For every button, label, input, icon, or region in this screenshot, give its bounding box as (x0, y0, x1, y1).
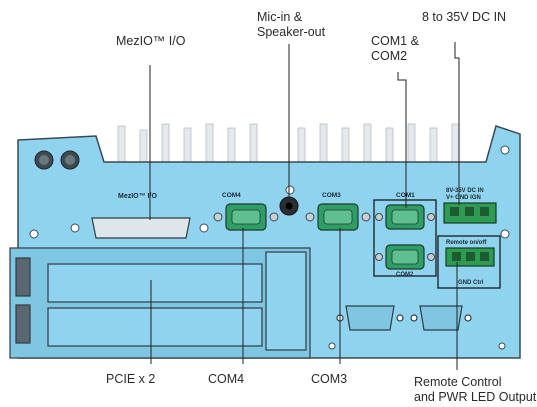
heatsink-fins (117, 123, 460, 165)
remote-silk-line2: GND Ctrl (458, 280, 484, 286)
dcin-silk-line2: V+ GND IGN (446, 195, 481, 201)
pcie-slots (9, 247, 311, 359)
remote-silk-line1: Remote on/off (446, 240, 487, 246)
callout-pcie: PCIE x 2 (106, 372, 156, 386)
callout-remote-line1: Remote Control (414, 375, 502, 389)
blank-dsub-cutouts (336, 305, 472, 331)
com3-silk-label: COM3 (322, 192, 341, 199)
remote-terminal: Remote on/off GND Ctrl (437, 235, 501, 289)
mezio-silk-label: MezIO™ I/O (118, 193, 157, 200)
audio-jack (279, 185, 299, 216)
callout-com12-line1: COM1 & (371, 34, 419, 48)
com2-silk-label: COM2 (396, 272, 414, 278)
mezio-port: MezIO™ I/O (70, 193, 209, 239)
callout-mic-speaker: Mic-in & Speaker-out (257, 10, 325, 40)
callout-dc-in: 8 to 35V DC IN (422, 10, 507, 24)
callout-com12-line2: COM2 (371, 49, 408, 63)
mounting-holes (29, 145, 510, 350)
com3-port: COM3 (305, 192, 371, 231)
dc-in-terminal: 8V-35V DC IN V+ GND IGN (443, 188, 497, 224)
callout-com4: COM4 (208, 372, 245, 386)
com4-port: COM4 (213, 192, 279, 231)
callout-com3: COM3 (311, 372, 348, 386)
callout-mic-line2: Speaker-out (257, 25, 326, 39)
callout-com1-com2: COM1 & COM2 (371, 34, 419, 64)
callout-mic-line1: Mic-in & (257, 10, 303, 24)
top-left-screws (34, 150, 80, 170)
callout-remote-control: Remote Control and PWR LED Output (414, 375, 536, 405)
callout-leaders (149, 42, 460, 370)
com4-silk-label: COM4 (222, 192, 241, 199)
dcin-silk-line1: 8V-35V DC IN (446, 188, 484, 194)
callout-mezio: MezIO™ I/O (116, 34, 186, 48)
callout-remote-line2: and PWR LED Output (414, 390, 537, 404)
